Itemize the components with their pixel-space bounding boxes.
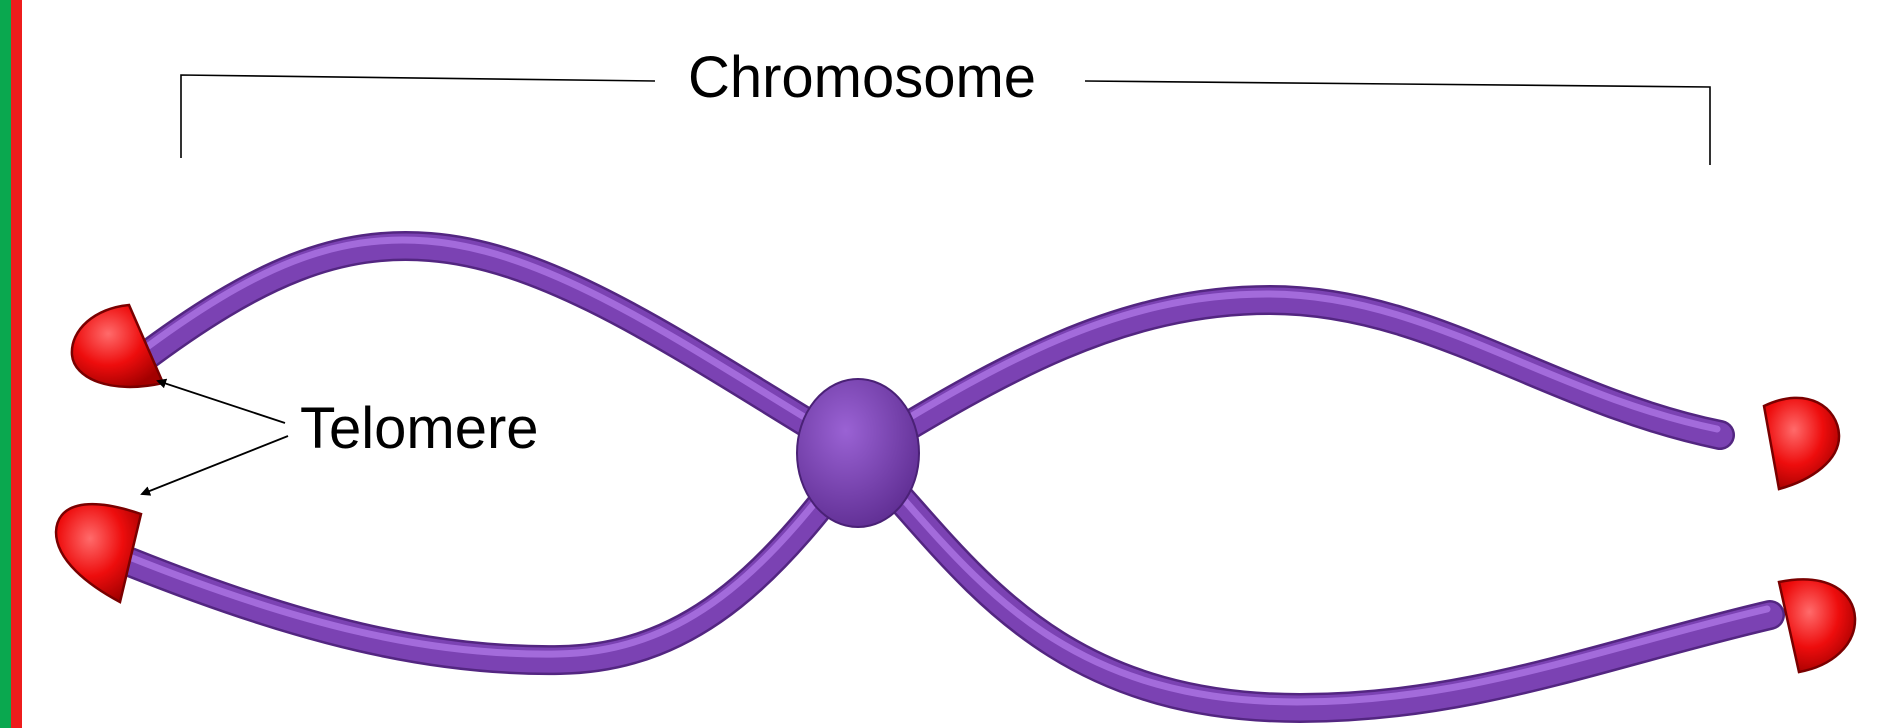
arm-highlight-layer bbox=[127, 240, 1767, 702]
telomere-arrow-lower bbox=[142, 436, 288, 494]
telomere-arrow-upper bbox=[158, 381, 285, 423]
telomere-label: Telomere bbox=[300, 396, 539, 461]
telomere-bottom-left-icon bbox=[56, 504, 141, 602]
telomere-bottom-right-icon bbox=[1779, 579, 1855, 672]
telomere-pointers bbox=[142, 381, 288, 494]
centromere-icon bbox=[797, 379, 919, 527]
lower-right-arm bbox=[860, 455, 1770, 708]
chromatid-arms bbox=[127, 240, 1770, 708]
telomere-top-right-icon bbox=[1764, 398, 1839, 489]
chromosome-label: Chromosome bbox=[688, 45, 1036, 110]
lower-left-arm bbox=[130, 455, 860, 660]
